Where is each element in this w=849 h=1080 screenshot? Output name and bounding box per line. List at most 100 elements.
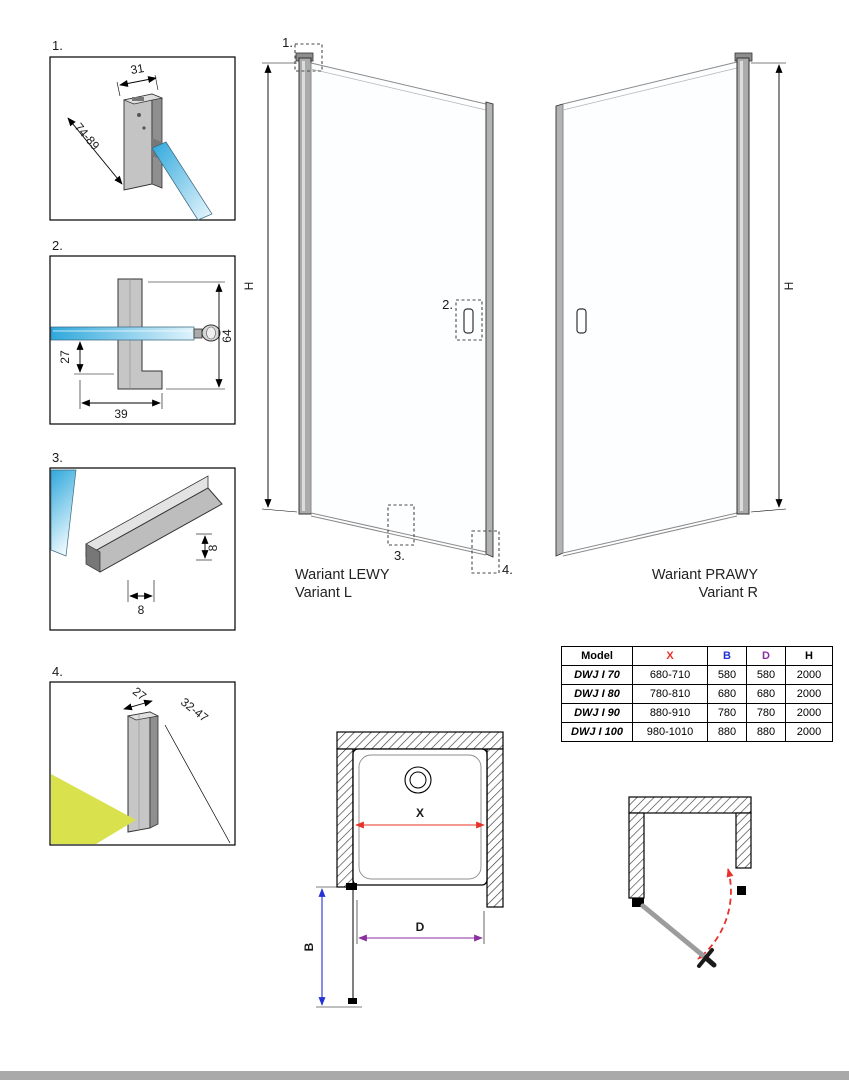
glass-door-panel [310,62,487,553]
cell-h: 2000 [785,722,833,742]
variant-right-title: Wariant PRAWY [652,567,758,583]
cell-x: 880-910 [632,703,708,723]
cell-b: 580 [707,665,747,685]
wall-right [735,812,752,869]
cell-d: 680 [746,684,786,704]
detail-2: 2. 27 39 64 [49,238,236,425]
cell-model: DWJ I 70 [561,665,633,685]
knob-neck [193,328,203,339]
dim-8-horizontal: 8 [138,603,145,617]
table-row: DWJ I 100 980-1010 880 880 2000 [561,722,833,742]
cell-d: 580 [746,665,786,685]
col-header-b: B [707,646,747,666]
dim-27: 27 [58,350,72,364]
wall-top [628,796,752,814]
cell-h: 2000 [785,665,833,685]
variant-left-subtitle: Variant L [295,585,352,601]
bottom-gray-bar [0,1071,849,1080]
closing-strip [485,101,494,558]
dim-64: 64 [220,329,234,343]
cell-model: DWJ I 80 [561,684,633,704]
table-header-row: Model X B D H [561,646,833,666]
door-handle-mark [697,948,714,968]
callout-4-label: 4. [502,562,513,577]
glass-pane [151,141,213,221]
detail-2-label: 2. [52,238,63,253]
door-tip [703,955,717,968]
dim-b-label: B [302,942,316,951]
door-handle [576,308,587,334]
detail-4: 4. 27 32-47 [49,664,236,846]
glass-door-panel [562,61,738,554]
dim-d-label: D [416,920,425,934]
door-hinge-mark [346,883,357,890]
screw [142,126,146,130]
door-variant-right: H Wariant PRAWY Variant R [555,52,796,601]
callout-4-box [471,530,500,574]
cell-model: DWJ I 90 [561,703,633,723]
detail-3-label: 3. [52,450,63,465]
cell-b: 780 [707,703,747,723]
detail-1-label: 1. [52,38,63,53]
cell-b: 880 [707,722,747,742]
catch-profile-mark [737,886,746,895]
col-header-model: Model [561,646,633,666]
height-dim-label: H [242,282,256,291]
callout-3-box [387,504,415,546]
cell-d: 880 [746,722,786,742]
door-end-mark [348,998,357,1004]
threshold-profile-end [85,543,101,573]
dim-8-vertical: 8 [206,544,220,551]
col-header-x: X [632,646,708,666]
cell-h: 2000 [785,684,833,704]
glass-pane [50,326,195,341]
profile-slot [132,97,144,101]
model-spec-table: Model X B D H DWJ I 70 680-710 580 580 2… [561,646,833,742]
callout-2-box [455,299,483,341]
hinge-profile-mark [632,898,644,907]
detail-3: 3. 8 8 [49,450,236,631]
cell-d: 780 [746,703,786,723]
cell-x: 680-710 [632,665,708,685]
closing-strip [555,103,564,557]
door-handle [463,308,474,334]
height-dim-label: H [782,282,796,291]
col-header-h: H [785,646,833,666]
hinge-profile-highlight [302,61,305,511]
pivot-profile-side [149,711,159,829]
shower-tray [352,748,488,886]
wall-left [336,748,354,888]
cell-model: DWJ I 100 [561,722,633,742]
detail-1: 1. 31 74-89 [49,38,236,221]
dim-31: 31 [130,61,146,77]
cell-x: 980-1010 [632,722,708,742]
table-row: DWJ I 90 880-910 780 780 2000 [561,703,833,723]
callout-1-label: 1. [282,35,293,50]
floor-plane [51,774,136,844]
tray-rim [358,754,482,880]
table-row: DWJ I 70 680-710 580 580 2000 [561,665,833,685]
door-swing-arc [697,868,734,960]
door-variant-left: H 1. 2. 3. 4. Wariant LEWY Variant L [242,35,513,601]
screw [137,113,141,117]
callout-3-label: 3. [394,548,405,563]
dim-x-label: X [416,806,424,820]
detail-4-label: 4. [52,664,63,679]
wall-top [336,731,504,750]
wall-right [486,748,504,908]
wall-profile-front [123,93,153,191]
hinge-profile-highlight [740,61,743,511]
table-row: DWJ I 80 780-810 680 680 2000 [561,684,833,704]
pivot-profile-top [126,711,160,721]
cell-b: 680 [707,684,747,704]
plan-tray-view: X B D [302,731,504,1008]
callout-1-box [294,43,323,72]
col-header-d: D [746,646,786,666]
glass-pane [50,469,77,557]
variant-right-subtitle: Variant R [699,585,758,601]
plan-swing-view [628,796,752,968]
cell-h: 2000 [785,703,833,723]
wall-left [628,812,645,899]
